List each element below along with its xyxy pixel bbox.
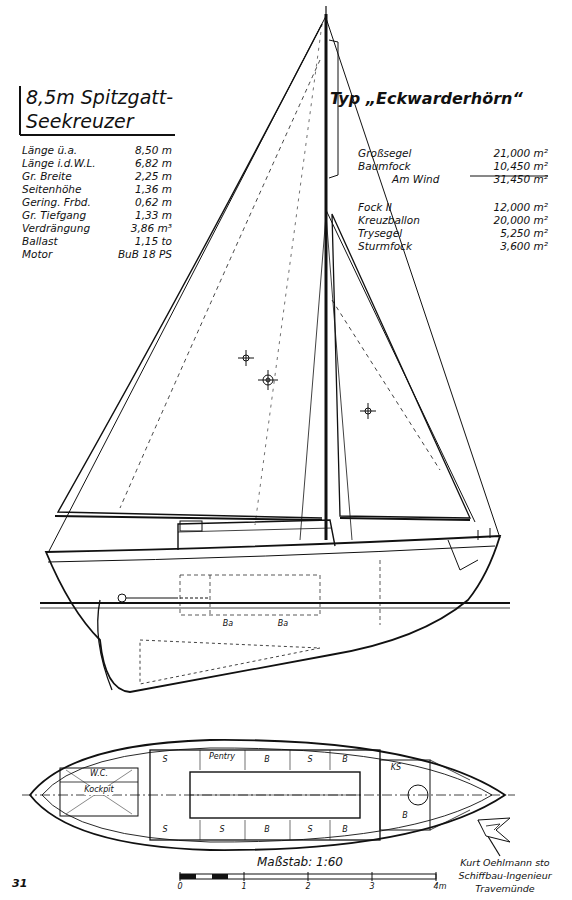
sail-area: 20,000 m² bbox=[493, 215, 548, 227]
spec-name: Länge ü.a. bbox=[22, 145, 77, 157]
scale-title: Maßstab: 1:60 bbox=[257, 856, 343, 869]
berth-label: S bbox=[307, 756, 312, 765]
room-label: KS bbox=[391, 764, 401, 773]
berth-label: S bbox=[162, 826, 167, 835]
spec-name: Ballast bbox=[22, 236, 58, 248]
sail-area: 5,250 m² bbox=[500, 228, 548, 240]
spec-value: 8,50 m bbox=[135, 145, 172, 157]
spec-name: Seitenhöhe bbox=[22, 184, 81, 196]
spec-value: 6,82 m bbox=[135, 158, 172, 170]
spec-name: Verdrängung bbox=[22, 223, 90, 235]
spec-name: Gr. Tiefgang bbox=[22, 210, 86, 222]
spec-value: 2,25 m bbox=[135, 171, 172, 183]
berth-label: S bbox=[162, 756, 167, 765]
spec-name: Motor bbox=[22, 249, 52, 261]
spec-name: Gr. Breite bbox=[22, 171, 72, 183]
spec-value: 0,62 m bbox=[135, 197, 172, 209]
berth-label: B bbox=[342, 756, 348, 765]
berth-label: S bbox=[219, 826, 224, 835]
berth-label: B bbox=[264, 756, 270, 765]
spec-value: 1,33 m bbox=[135, 210, 172, 222]
sail-area: 10,450 m² bbox=[493, 161, 548, 173]
sail-area: 21,000 m² bbox=[493, 148, 548, 160]
sail-area: 31,450 m² bbox=[493, 174, 548, 186]
sail-name: Am Wind bbox=[392, 174, 439, 186]
scale-number: 1 bbox=[241, 883, 246, 892]
room-label: Pentry bbox=[209, 753, 235, 762]
sail-name: Fock II bbox=[358, 202, 392, 214]
spec-name: Gering. Frbd. bbox=[22, 197, 91, 209]
spec-value: 1,36 m bbox=[135, 184, 172, 196]
scale-number: 0 bbox=[177, 883, 182, 892]
sail-area: 3,600 m² bbox=[500, 241, 548, 253]
scale-number: 2 bbox=[305, 883, 310, 892]
scale-number: 3 bbox=[369, 883, 374, 892]
page-number: 31 bbox=[12, 878, 27, 890]
title: 8,5m Spitzgatt- Seekreuzer bbox=[26, 86, 176, 134]
sail-name: Trysegel bbox=[358, 228, 402, 240]
berth-label: B bbox=[342, 826, 348, 835]
profile-label: Ba bbox=[278, 620, 288, 629]
signature: Schiffbau-Ingenieur bbox=[458, 871, 551, 881]
spec-name: Länge i.d.W.L. bbox=[22, 158, 96, 170]
spec-value: BuB 18 PS bbox=[118, 249, 172, 261]
spec-value: 3,86 m³ bbox=[131, 223, 172, 235]
profile-label: Ba bbox=[223, 620, 233, 629]
berth-label: S bbox=[307, 826, 312, 835]
berth-label: B bbox=[264, 826, 270, 835]
signature: Travemünde bbox=[475, 884, 534, 894]
sail-name: Sturmfock bbox=[358, 241, 412, 253]
sail-area: 12,000 m² bbox=[493, 202, 548, 214]
sail-name: Großsegel bbox=[358, 148, 411, 160]
type-name: Typ „Eckwarderhörn“ bbox=[330, 90, 523, 108]
berth-label: B bbox=[402, 812, 408, 821]
sail-name: Kreuzballon bbox=[358, 215, 420, 227]
sail-name: Baumfock bbox=[358, 161, 411, 173]
room-label: Kockpit bbox=[84, 786, 113, 795]
signature: Kurt Oehlmann sto bbox=[460, 858, 549, 868]
room-label: W.C. bbox=[90, 770, 108, 779]
scale-number: 4m bbox=[434, 883, 447, 892]
spec-value: 1,15 to bbox=[135, 236, 172, 248]
